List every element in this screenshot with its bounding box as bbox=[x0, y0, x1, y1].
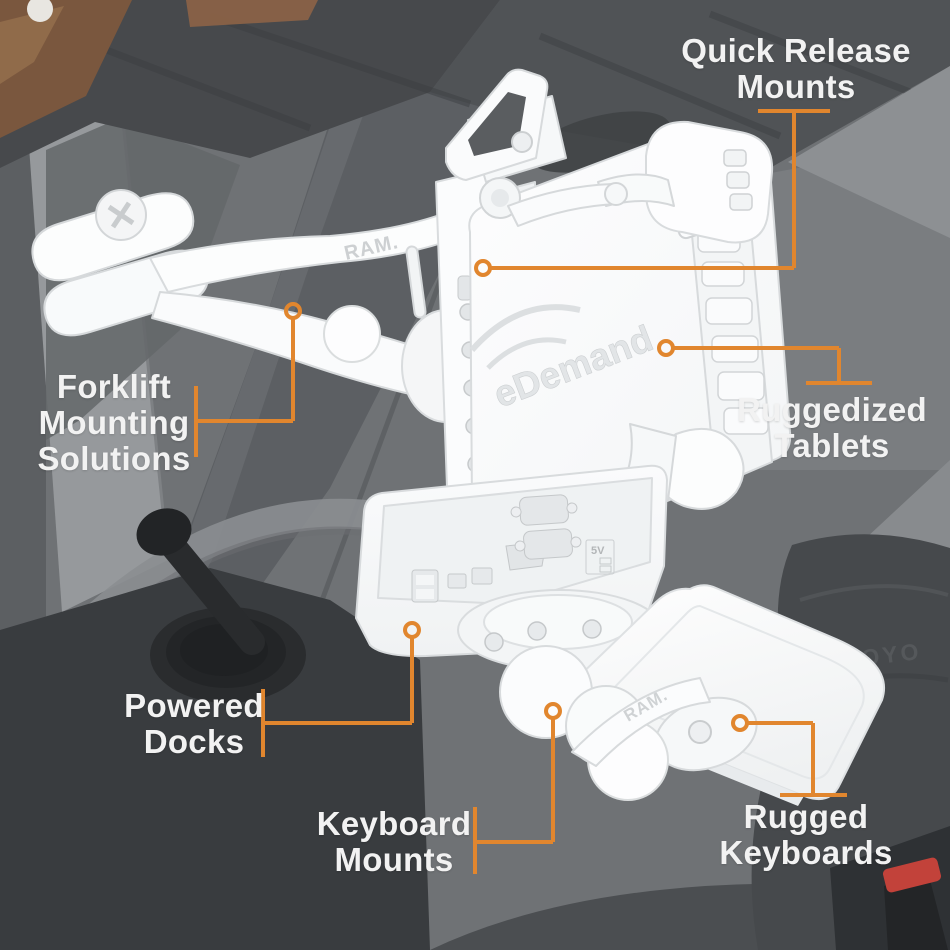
logo-arc-large bbox=[469, 304, 581, 352]
label-line: Keyboard bbox=[316, 805, 472, 842]
label-forklift-mounting-solutions: Forklift Mounting Solutions bbox=[37, 369, 190, 477]
callout-ring-rugged-keyboards bbox=[731, 714, 749, 732]
callout-lines bbox=[194, 109, 872, 874]
label-line: Docks bbox=[143, 723, 245, 760]
callout-line-ruggedized-tablets bbox=[657, 339, 872, 385]
quick-release-clamp-assembly bbox=[405, 68, 628, 319]
plate-screw bbox=[688, 720, 712, 744]
seatbelt-red-release bbox=[882, 857, 942, 893]
power-icon-1 bbox=[599, 557, 612, 565]
work-light bbox=[27, 0, 53, 22]
overhead-slats bbox=[68, 10, 912, 140]
label-keyboard-mounts: Keyboard Mounts bbox=[317, 806, 472, 878]
label-ruggedized-tablets: Ruggedized Tablets bbox=[737, 392, 927, 464]
label-line: Powered bbox=[124, 687, 264, 724]
callout-ring-ruggedized-tablets bbox=[657, 339, 675, 357]
dock-power-label: 5V bbox=[591, 545, 605, 557]
overhead-guard bbox=[0, 0, 950, 238]
hinge-bolt bbox=[491, 189, 509, 207]
serial-port-1 bbox=[510, 494, 578, 526]
callout-line-quick-release-mounts bbox=[474, 109, 830, 277]
release-pin bbox=[407, 247, 425, 317]
label-line: Keyboards bbox=[719, 834, 893, 871]
arm-strap bbox=[571, 677, 711, 767]
label-line: Forklift bbox=[56, 368, 172, 405]
label-rugged-keyboards: Rugged Keyboards bbox=[719, 799, 892, 871]
label-quick-release-mounts: Quick Release Mounts bbox=[681, 33, 911, 105]
label-line: Mounts bbox=[334, 841, 454, 878]
seatbelt-strap bbox=[884, 872, 948, 950]
overhead-sky-gap bbox=[788, 66, 950, 238]
right-wall bbox=[760, 140, 950, 470]
label-line: Mounts bbox=[736, 68, 856, 105]
callout-ring-powered-docks bbox=[403, 621, 421, 639]
callout-line-rugged-keyboards bbox=[731, 714, 847, 797]
keyboard-mount-arm: RAM. bbox=[499, 645, 758, 801]
callout-line-forklift-mounting-solutions bbox=[194, 302, 302, 457]
bumper-buttons bbox=[723, 149, 753, 211]
overhead-beam-right bbox=[430, 0, 950, 168]
seat-seam-top bbox=[799, 584, 949, 602]
usb-port-b bbox=[416, 589, 434, 599]
joystick-knob bbox=[136, 508, 192, 556]
callout-line-powered-docks bbox=[261, 621, 421, 757]
hinge-arm-knob bbox=[604, 182, 628, 206]
callout-line-keyboard-mounts bbox=[473, 702, 562, 874]
label-powered-docks: Powered Docks bbox=[124, 688, 264, 760]
aux-port-2 bbox=[471, 567, 493, 585]
label-line: Mounting bbox=[38, 404, 190, 441]
callout-ring-forklift-mounting bbox=[284, 302, 302, 320]
dock-ports: 5V bbox=[411, 494, 615, 603]
usb-port-a bbox=[416, 575, 434, 585]
label-line: Ruggedized bbox=[737, 391, 927, 428]
arm-socket-ball bbox=[323, 305, 381, 363]
aux-port-1 bbox=[447, 573, 467, 589]
overhead-beam-left bbox=[0, 0, 500, 168]
callout-ring-quick-release bbox=[474, 259, 492, 277]
latch-screw-top bbox=[511, 131, 533, 153]
dock-base-inner bbox=[483, 594, 633, 650]
callout-ring-keyboard-mounts bbox=[544, 702, 562, 720]
copper-trim bbox=[186, 0, 318, 27]
keyboard-rim-line bbox=[605, 605, 865, 780]
power-label-plate bbox=[585, 539, 615, 575]
label-line: Rugged bbox=[743, 798, 869, 835]
brown-body-highlight bbox=[0, 6, 64, 84]
logo-arc-small bbox=[486, 337, 567, 370]
label-line: Quick Release bbox=[681, 32, 911, 69]
forklift-body-corner bbox=[0, 0, 318, 138]
clamp-knob-cross bbox=[107, 201, 135, 229]
label-line: Solutions bbox=[37, 440, 191, 477]
console-body bbox=[0, 568, 430, 950]
lower-console bbox=[0, 508, 430, 950]
seatbelt-buckle bbox=[882, 857, 948, 950]
power-icon-2 bbox=[599, 565, 612, 573]
label-line: Tablets bbox=[774, 427, 890, 464]
serial-port-2 bbox=[514, 528, 582, 560]
joystick-lever bbox=[155, 527, 265, 655]
dock-base-bolts bbox=[484, 619, 656, 652]
